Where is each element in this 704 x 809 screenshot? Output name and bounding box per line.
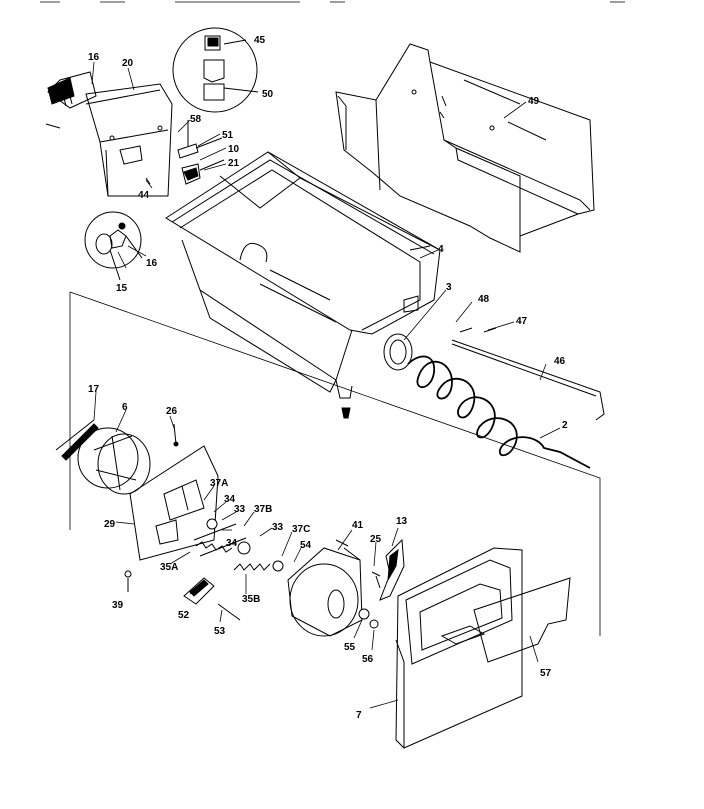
callout-2: 2 bbox=[562, 420, 568, 431]
callout-53: 53 bbox=[214, 626, 226, 637]
callout-50: 50 bbox=[262, 89, 274, 100]
dispenser-front-7 bbox=[395, 547, 571, 749]
spring-clip-set bbox=[183, 518, 284, 621]
callout-37a: 37A bbox=[210, 478, 228, 489]
bracket-13 bbox=[379, 538, 405, 601]
callout-4: 4 bbox=[438, 244, 444, 255]
callout-33a: 33 bbox=[234, 504, 246, 515]
callout-55: 55 bbox=[344, 642, 356, 653]
callout-20: 20 bbox=[122, 58, 134, 69]
callout-47: 47 bbox=[516, 316, 528, 327]
callout-3: 3 bbox=[446, 282, 452, 293]
callout-15: 15 bbox=[116, 283, 128, 294]
callout-52: 52 bbox=[178, 610, 190, 621]
callout-37c: 37C bbox=[292, 524, 310, 535]
assembly-boundary-line bbox=[69, 291, 601, 636]
housing-panel-49 bbox=[335, 43, 595, 253]
callout-46: 46 bbox=[554, 356, 566, 367]
callout-33b: 33 bbox=[272, 522, 284, 533]
callout-35a: 35A bbox=[160, 562, 178, 573]
fan-scroll-housing bbox=[55, 419, 151, 495]
auger-coil bbox=[383, 327, 605, 469]
leader-lines bbox=[91, 61, 561, 709]
small-hardware-group bbox=[145, 120, 225, 185]
callout-26: 26 bbox=[166, 406, 178, 417]
callout-21: 21 bbox=[228, 158, 240, 169]
auger-motor-41 bbox=[287, 539, 381, 637]
callout-49: 49 bbox=[528, 96, 540, 107]
light-bulb-inset bbox=[84, 211, 143, 281]
callout-51: 51 bbox=[222, 130, 234, 141]
callout-39: 39 bbox=[112, 600, 124, 611]
motor-bracket-assembly bbox=[45, 71, 173, 197]
ice-storage-bin bbox=[165, 151, 441, 419]
callout-58: 58 bbox=[190, 114, 202, 125]
callout-7: 7 bbox=[356, 710, 362, 721]
callout-16b: 16 bbox=[146, 258, 158, 269]
callout-45: 45 bbox=[254, 35, 266, 46]
callout-6: 6 bbox=[122, 402, 128, 413]
callout-35b: 35B bbox=[242, 594, 260, 605]
inset-detail-45-50 bbox=[172, 27, 259, 113]
callout-16: 16 bbox=[88, 52, 100, 63]
callout-56: 56 bbox=[362, 654, 374, 665]
callout-labels: 16 20 45 50 49 58 51 10 21 44 4 16 15 3 … bbox=[88, 35, 568, 721]
callout-41: 41 bbox=[352, 520, 364, 531]
callout-10: 10 bbox=[228, 144, 240, 155]
callout-34b: 34 bbox=[226, 538, 238, 549]
callout-29: 29 bbox=[104, 519, 116, 530]
callout-57: 57 bbox=[540, 668, 552, 679]
callout-48: 48 bbox=[478, 294, 490, 305]
callout-13: 13 bbox=[396, 516, 408, 527]
callout-25: 25 bbox=[370, 534, 382, 545]
callout-44: 44 bbox=[138, 190, 150, 201]
callout-37b: 37B bbox=[254, 504, 272, 515]
callout-17: 17 bbox=[88, 384, 100, 395]
callout-34a: 34 bbox=[224, 494, 236, 505]
callout-54: 54 bbox=[300, 540, 312, 551]
mounting-plate-29 bbox=[124, 423, 219, 592]
